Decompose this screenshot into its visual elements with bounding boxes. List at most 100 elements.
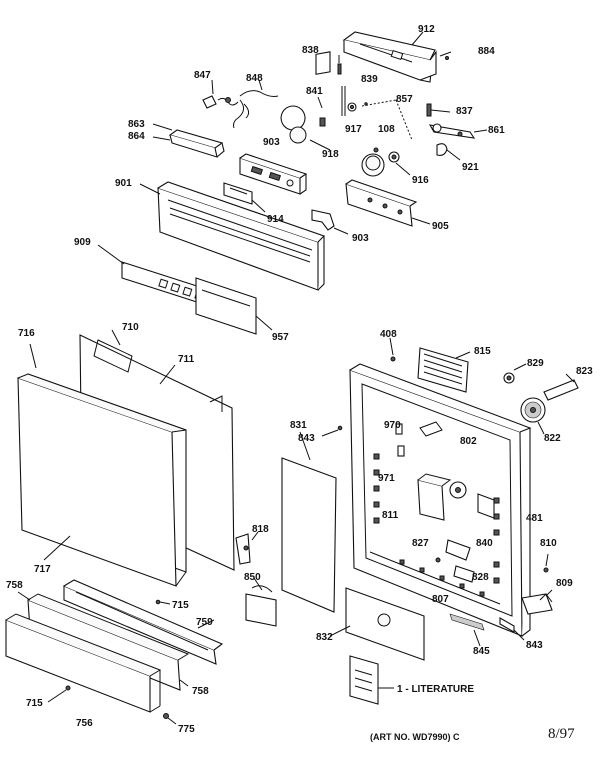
label-847: 847 [194,70,211,81]
part-panel-832 [329,587,425,661]
label-809: 809 [556,578,573,589]
label-970: 970 [384,420,401,431]
part-843-screw [321,425,343,437]
label-717: 717 [34,564,51,575]
part-insulation-831 [281,431,337,613]
part-knob-918 [280,105,331,151]
part-board-905 [345,179,431,227]
label-829: 829 [527,358,544,369]
part-bar-863 [152,123,225,158]
part-literature [349,655,394,705]
part-bottom-rail-759 [63,579,224,665]
label-957: 957 [272,332,289,343]
label-921: 921 [462,162,479,173]
label-909: 909 [74,237,91,248]
label-759: 759 [196,617,213,628]
label-850: 850 [244,572,261,583]
label-912: 912 [418,24,435,35]
part-408-screw [389,337,396,362]
label-918: 918 [322,149,339,160]
part-lever-861 [428,123,488,139]
label-905: 905 [432,221,449,232]
label-884: 884 [478,46,495,57]
label-837: 837 [456,106,473,117]
label-903b: 903 [352,233,369,244]
part-front-panel-901 [139,181,326,291]
label-827: 827 [412,538,429,549]
label-828: 828 [472,572,489,583]
label-971: 971 [378,473,395,484]
part-knob-916 [361,151,411,177]
label-914: 914 [267,214,284,225]
label-775: 775 [178,724,195,735]
art-number: (ART NO. WD7990) C [370,732,460,742]
label-864: 864 [128,131,145,142]
label-848: 848 [246,73,263,84]
label-903a: 903 [263,137,280,148]
callout-labels: 912 884 838 847 848 839 841 857 837 863 … [6,24,593,742]
label-758a: 758 [6,580,23,591]
label-756: 756 [76,718,93,729]
part-818 [235,531,259,565]
label-108: 108 [378,124,395,135]
part-vent-815 [417,347,471,393]
part-inner-door [349,363,532,637]
label-716: 716 [18,328,35,339]
label-916: 916 [412,175,429,186]
part-921 [436,143,461,161]
label-863: 863 [128,119,145,130]
label-843a: 843 [298,433,315,444]
label-802: 802 [460,436,477,447]
part-917 [347,99,413,141]
label-481: 481 [526,513,543,524]
label-758b: 758 [192,686,209,697]
label-901: 901 [115,178,132,189]
part-switch-841 [315,51,346,127]
part-bracket-903 [311,209,349,235]
part-829 [503,363,527,384]
label-840: 840 [476,538,493,549]
label-838: 838 [302,45,319,56]
label-811: 811 [382,510,399,521]
part-top-bracket [342,31,452,83]
leader-717 [43,535,71,561]
part-hinge-809 [521,553,553,615]
label-843b: 843 [526,640,543,651]
label-711: 711 [178,354,195,365]
part-914 [223,182,266,213]
part-kickplate-756 [5,613,162,713]
part-pin-837 [426,103,451,117]
label-823: 823 [576,366,593,377]
label-917: 917 [345,124,362,135]
part-hinge-843 [499,617,525,641]
date-code: 8/97 [548,726,575,742]
label-822: 822 [544,433,561,444]
label-810: 810 [540,538,557,549]
label-839: 839 [361,74,378,85]
literature-label: 1 - LITERATURE [397,684,474,695]
part-wire-harness [202,79,279,129]
part-823 [543,373,579,401]
part-wheel-822 [520,397,546,435]
label-807: 807 [432,594,449,605]
label-408: 408 [380,329,397,340]
label-710: 710 [122,322,139,333]
label-818: 818 [252,524,269,535]
label-861: 861 [488,125,505,136]
label-715a: 715 [172,600,189,611]
label-715b: 715 [26,698,43,709]
label-857: 857 [396,94,413,105]
part-pin-838 [337,55,342,75]
part-strip-957 [195,277,273,335]
label-815: 815 [474,346,491,357]
label-831: 831 [290,420,307,431]
part-door-frame [17,343,187,587]
part-108 [373,147,379,153]
part-screws [47,599,177,725]
part-console-903 [239,153,308,195]
label-832: 832 [316,632,333,643]
label-845: 845 [473,646,490,657]
part-hinge-850 [245,577,277,627]
label-841: 841 [306,86,323,97]
